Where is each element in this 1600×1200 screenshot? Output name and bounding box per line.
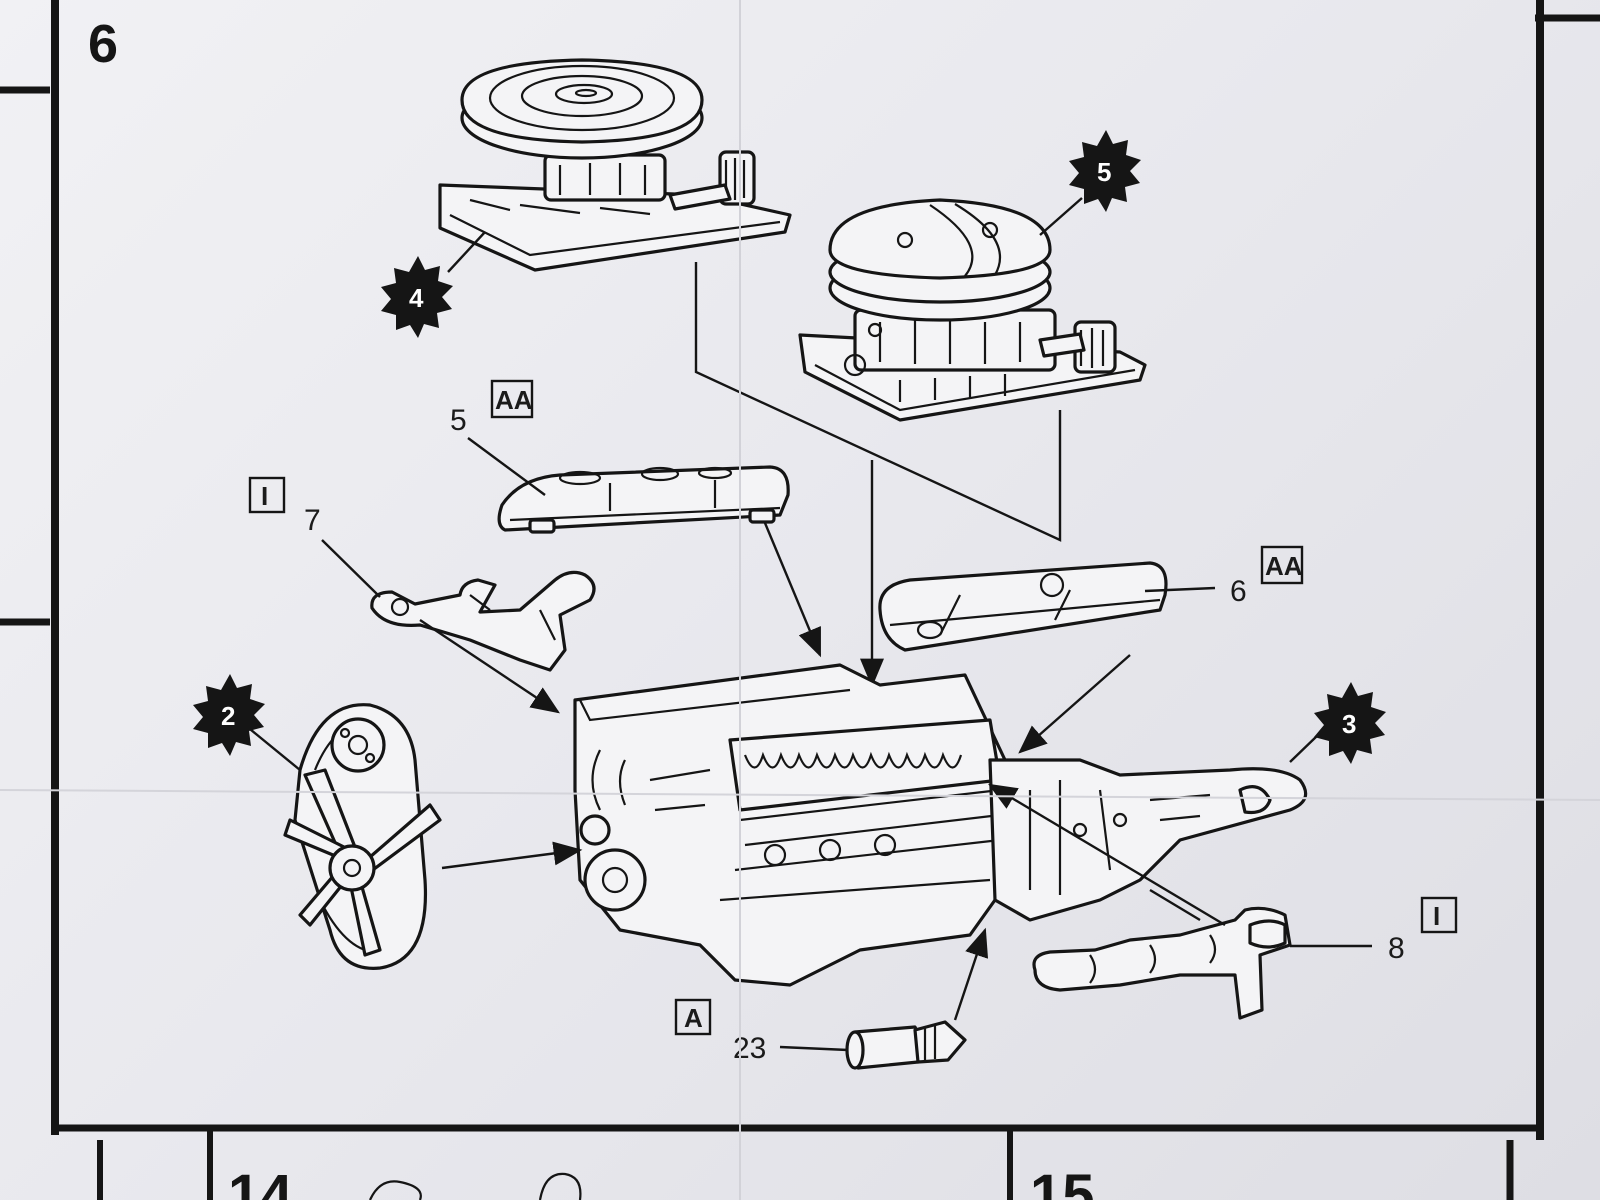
oil-filter <box>845 1020 967 1070</box>
valve-cover-left-tree: AA <box>495 385 533 415</box>
oil-filter-arrow <box>953 927 989 1021</box>
exhaust-manifold-left-number: 7 <box>304 504 321 537</box>
exhaust-manifold-right-arrow-1 <box>987 783 1226 927</box>
svg-text:5: 5 <box>1097 157 1111 187</box>
exhaust-manifold-left-arrow <box>419 619 560 714</box>
callout-4: 4 <box>381 256 453 338</box>
oil-filter-tree: A <box>684 1003 703 1033</box>
valve-cover-right-tree: AA <box>1265 551 1303 581</box>
svg-text:3: 3 <box>1342 709 1356 739</box>
callout-3: 3 <box>1314 682 1386 764</box>
callout-2: 2 <box>193 674 265 756</box>
exhaust-manifold-right-tree: I <box>1433 901 1440 931</box>
oil-filter-number: 23 <box>733 1032 766 1065</box>
exhaust-manifold-right-arrow-2 <box>1149 888 1201 922</box>
exhaust-manifold-left-tree-box <box>248 476 286 514</box>
oil-filter-tree-box <box>674 998 712 1036</box>
exhaust-manifold-right-number: 8 <box>1388 932 1405 965</box>
valve-cover-right-tree-box <box>1260 545 1304 585</box>
fan-arrow <box>441 841 583 870</box>
valve-cover-left-leader <box>467 437 546 496</box>
next-step-parts-sketch <box>368 1172 582 1200</box>
fan-leader <box>244 724 301 771</box>
valve-cover-right <box>878 561 1168 652</box>
exhaust-manifold-left-tree: I <box>261 481 268 511</box>
valve-cover-right-leader <box>1144 586 1216 593</box>
valve-cover-left-tree-box <box>490 379 534 419</box>
intake-assembly-option-5 <box>798 198 1147 422</box>
next-step-right: 15 <box>1030 1163 1095 1200</box>
exhaust-manifold-right <box>1032 906 1292 1020</box>
intake-assembly-option-4 <box>438 58 792 272</box>
next-step-left: 14 <box>228 1163 293 1200</box>
callout-4-leader <box>447 231 486 273</box>
svg-text:2: 2 <box>221 701 235 731</box>
valve-cover-left-number: 5 <box>450 404 467 437</box>
option-connector-lines <box>694 262 1062 688</box>
svg-text:4: 4 <box>409 283 424 313</box>
valve-cover-right-arrow <box>1018 654 1131 754</box>
exhaust-manifold-left <box>370 570 596 672</box>
exhaust-manifold-left-leader <box>321 539 381 598</box>
callout-5-leader <box>1039 197 1083 236</box>
step-number: 6 <box>88 14 118 74</box>
valve-cover-left <box>497 465 790 534</box>
callout-5: 5 <box>1069 130 1141 212</box>
fan-and-pulleys <box>283 703 442 970</box>
valve-cover-right-number: 6 <box>1230 575 1247 608</box>
engine-block <box>573 663 1308 987</box>
exhaust-manifold-right-tree-box <box>1420 896 1458 934</box>
valve-cover-left-arrow <box>763 522 822 658</box>
transmission-leader <box>1289 734 1319 763</box>
oil-filter-leader <box>779 1045 849 1052</box>
